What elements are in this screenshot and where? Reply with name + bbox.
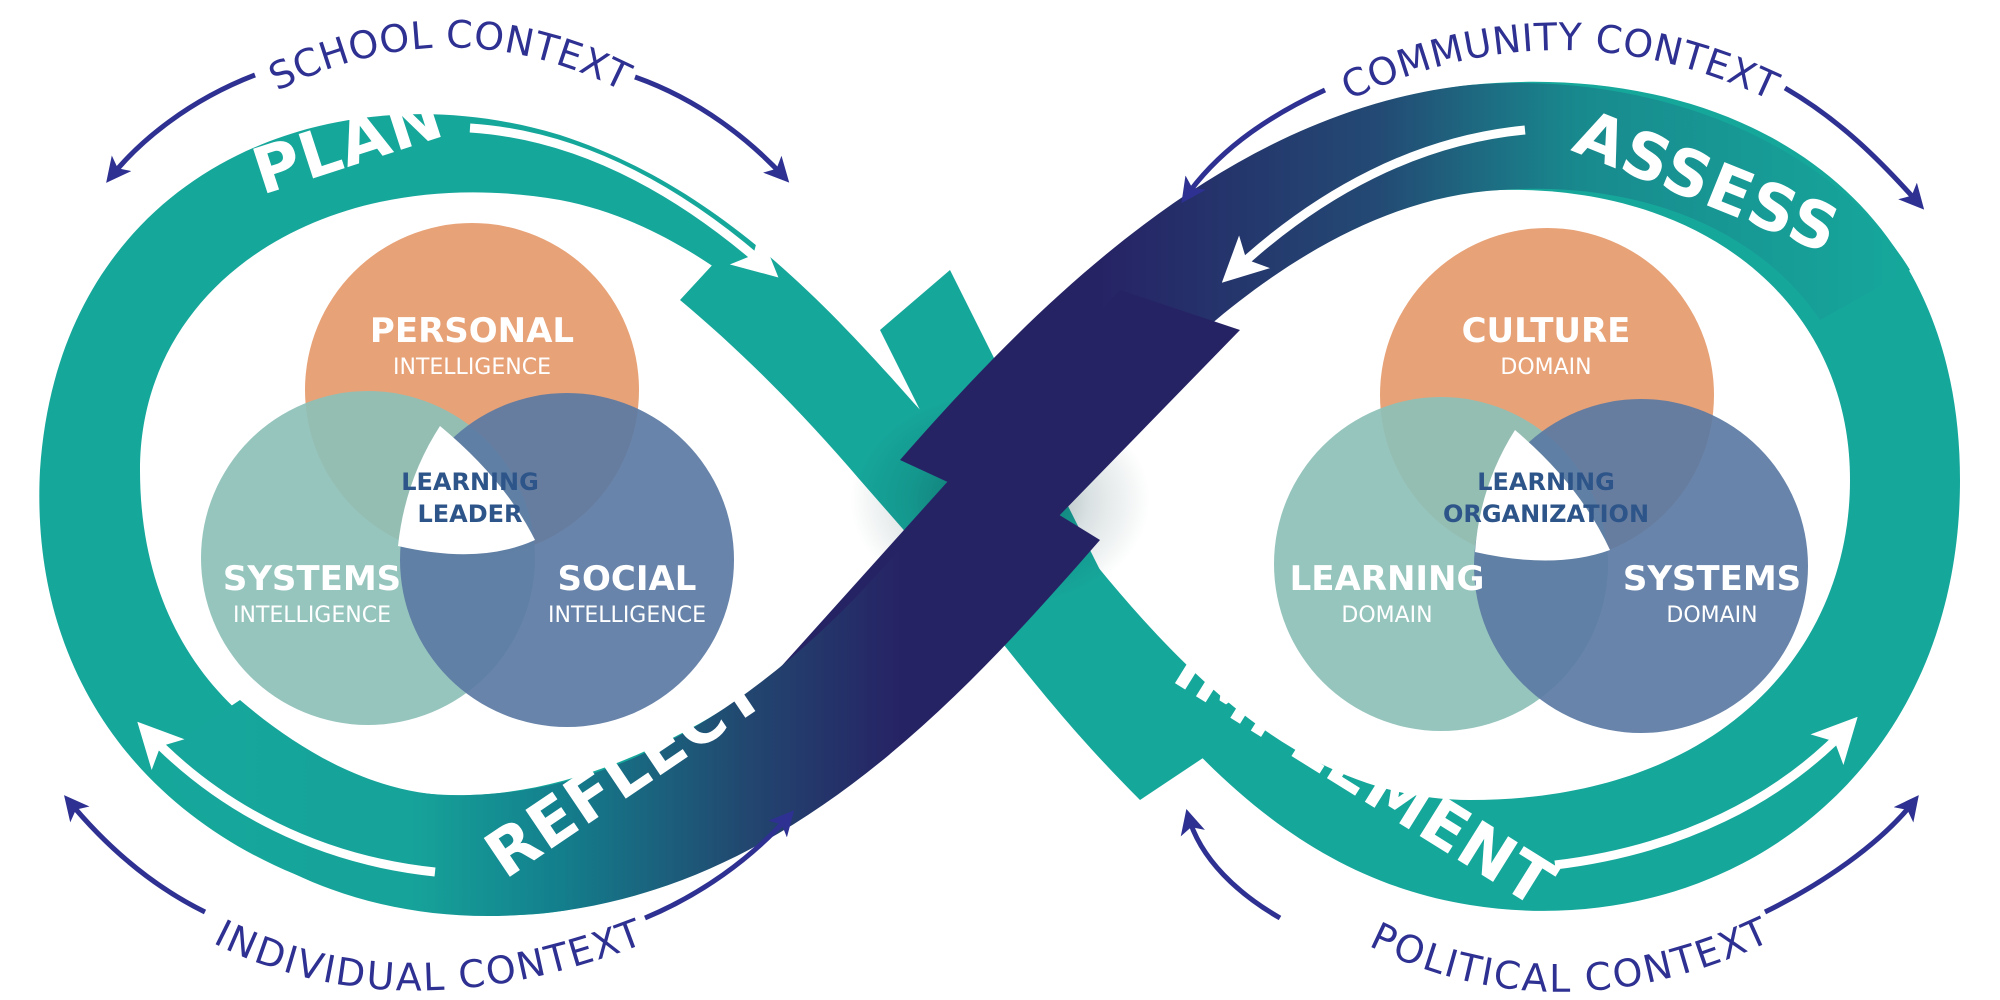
learning-organization-line2: ORGANIZATION: [1443, 500, 1649, 528]
plan-arrow: [469, 123, 779, 278]
assess-arrow: [1221, 125, 1526, 283]
learning-leader-line1: LEARNING: [401, 468, 539, 496]
community-context-arrow-left: [1181, 87, 1327, 204]
culture-subtitle: DOMAIN: [1500, 355, 1591, 380]
learning-organization-line1: LEARNING: [1477, 468, 1615, 496]
reflect-arrow: [137, 721, 436, 877]
right-venn: CULTURE DOMAIN LEARNING DOMAIN SYSTEMS D…: [1274, 228, 1808, 733]
systems-subtitle: INTELLIGENCE: [233, 603, 391, 628]
school-context-text: SCHOOL CONTEXT: [262, 12, 638, 99]
personal-title: PERSONAL: [370, 311, 574, 351]
school-context-label: SCHOOL CONTEXT: [262, 12, 638, 99]
social-subtitle: INTELLIGENCE: [548, 603, 706, 628]
left-venn: PERSONAL INTELLIGENCE SYSTEMS INTELLIGEN…: [201, 223, 734, 727]
learning-leader-line2: LEADER: [417, 500, 522, 528]
systems-title: SYSTEMS: [223, 559, 401, 599]
culture-title: CULTURE: [1462, 311, 1631, 351]
individual-context-arrow-left: [64, 795, 207, 915]
learning-leader-center: [398, 426, 535, 555]
personal-subtitle: INTELLIGENCE: [393, 355, 551, 380]
individual-context-arrow-right: [644, 810, 795, 921]
individual-context-text: INDIVIDUAL CONTEXT: [208, 910, 647, 999]
political-context-label: POLITICAL CONTEXT: [1364, 909, 1775, 1000]
learning-domain-title: LEARNING: [1290, 559, 1485, 599]
school-context-arrow-right: [634, 74, 790, 183]
learning-organization-center: [1475, 430, 1610, 561]
school-context-arrow-left: [106, 72, 256, 183]
political-context-arrow-right: [1763, 795, 1919, 915]
community-context-arrow-right: [1783, 85, 1925, 210]
social-title: SOCIAL: [558, 559, 697, 599]
political-context-text: POLITICAL CONTEXT: [1364, 909, 1775, 1000]
political-context-arrow-left: [1180, 808, 1282, 921]
systems-domain-subtitle: DOMAIN: [1666, 603, 1757, 628]
systems-domain-title: SYSTEMS: [1623, 559, 1801, 599]
implement-arrow: [1554, 716, 1858, 870]
reflect-band: [150, 460, 1100, 917]
individual-context-label: INDIVIDUAL CONTEXT: [208, 910, 648, 999]
assess-band: [900, 82, 1910, 520]
learning-domain-subtitle: DOMAIN: [1341, 603, 1432, 628]
